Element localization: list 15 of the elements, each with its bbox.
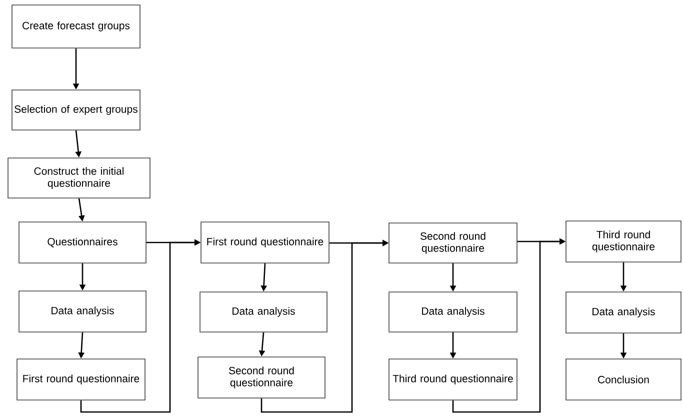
process-box: First round questionnaire — [200, 222, 330, 264]
process-box: Selection of expert groups — [12, 90, 140, 130]
process-box: Create forecast groups — [12, 4, 140, 48]
process-box: Second round questionnaire — [198, 356, 326, 398]
process-box: Third round questionnaire — [566, 220, 682, 262]
process-box: Conclusion — [566, 358, 682, 400]
process-box: First round questionnaire — [16, 358, 146, 400]
process-box: Data analysis — [200, 292, 328, 332]
process-box: Questionnaires — [18, 222, 146, 264]
process-box: Second round questionnaire — [388, 222, 518, 264]
process-box: Data analysis — [388, 292, 518, 332]
process-box: Data analysis — [18, 290, 146, 332]
process-box: Third round questionnaire — [388, 358, 518, 400]
process-box: Data analysis — [566, 292, 682, 334]
process-box: Construct the initial questionnaire — [8, 158, 150, 198]
